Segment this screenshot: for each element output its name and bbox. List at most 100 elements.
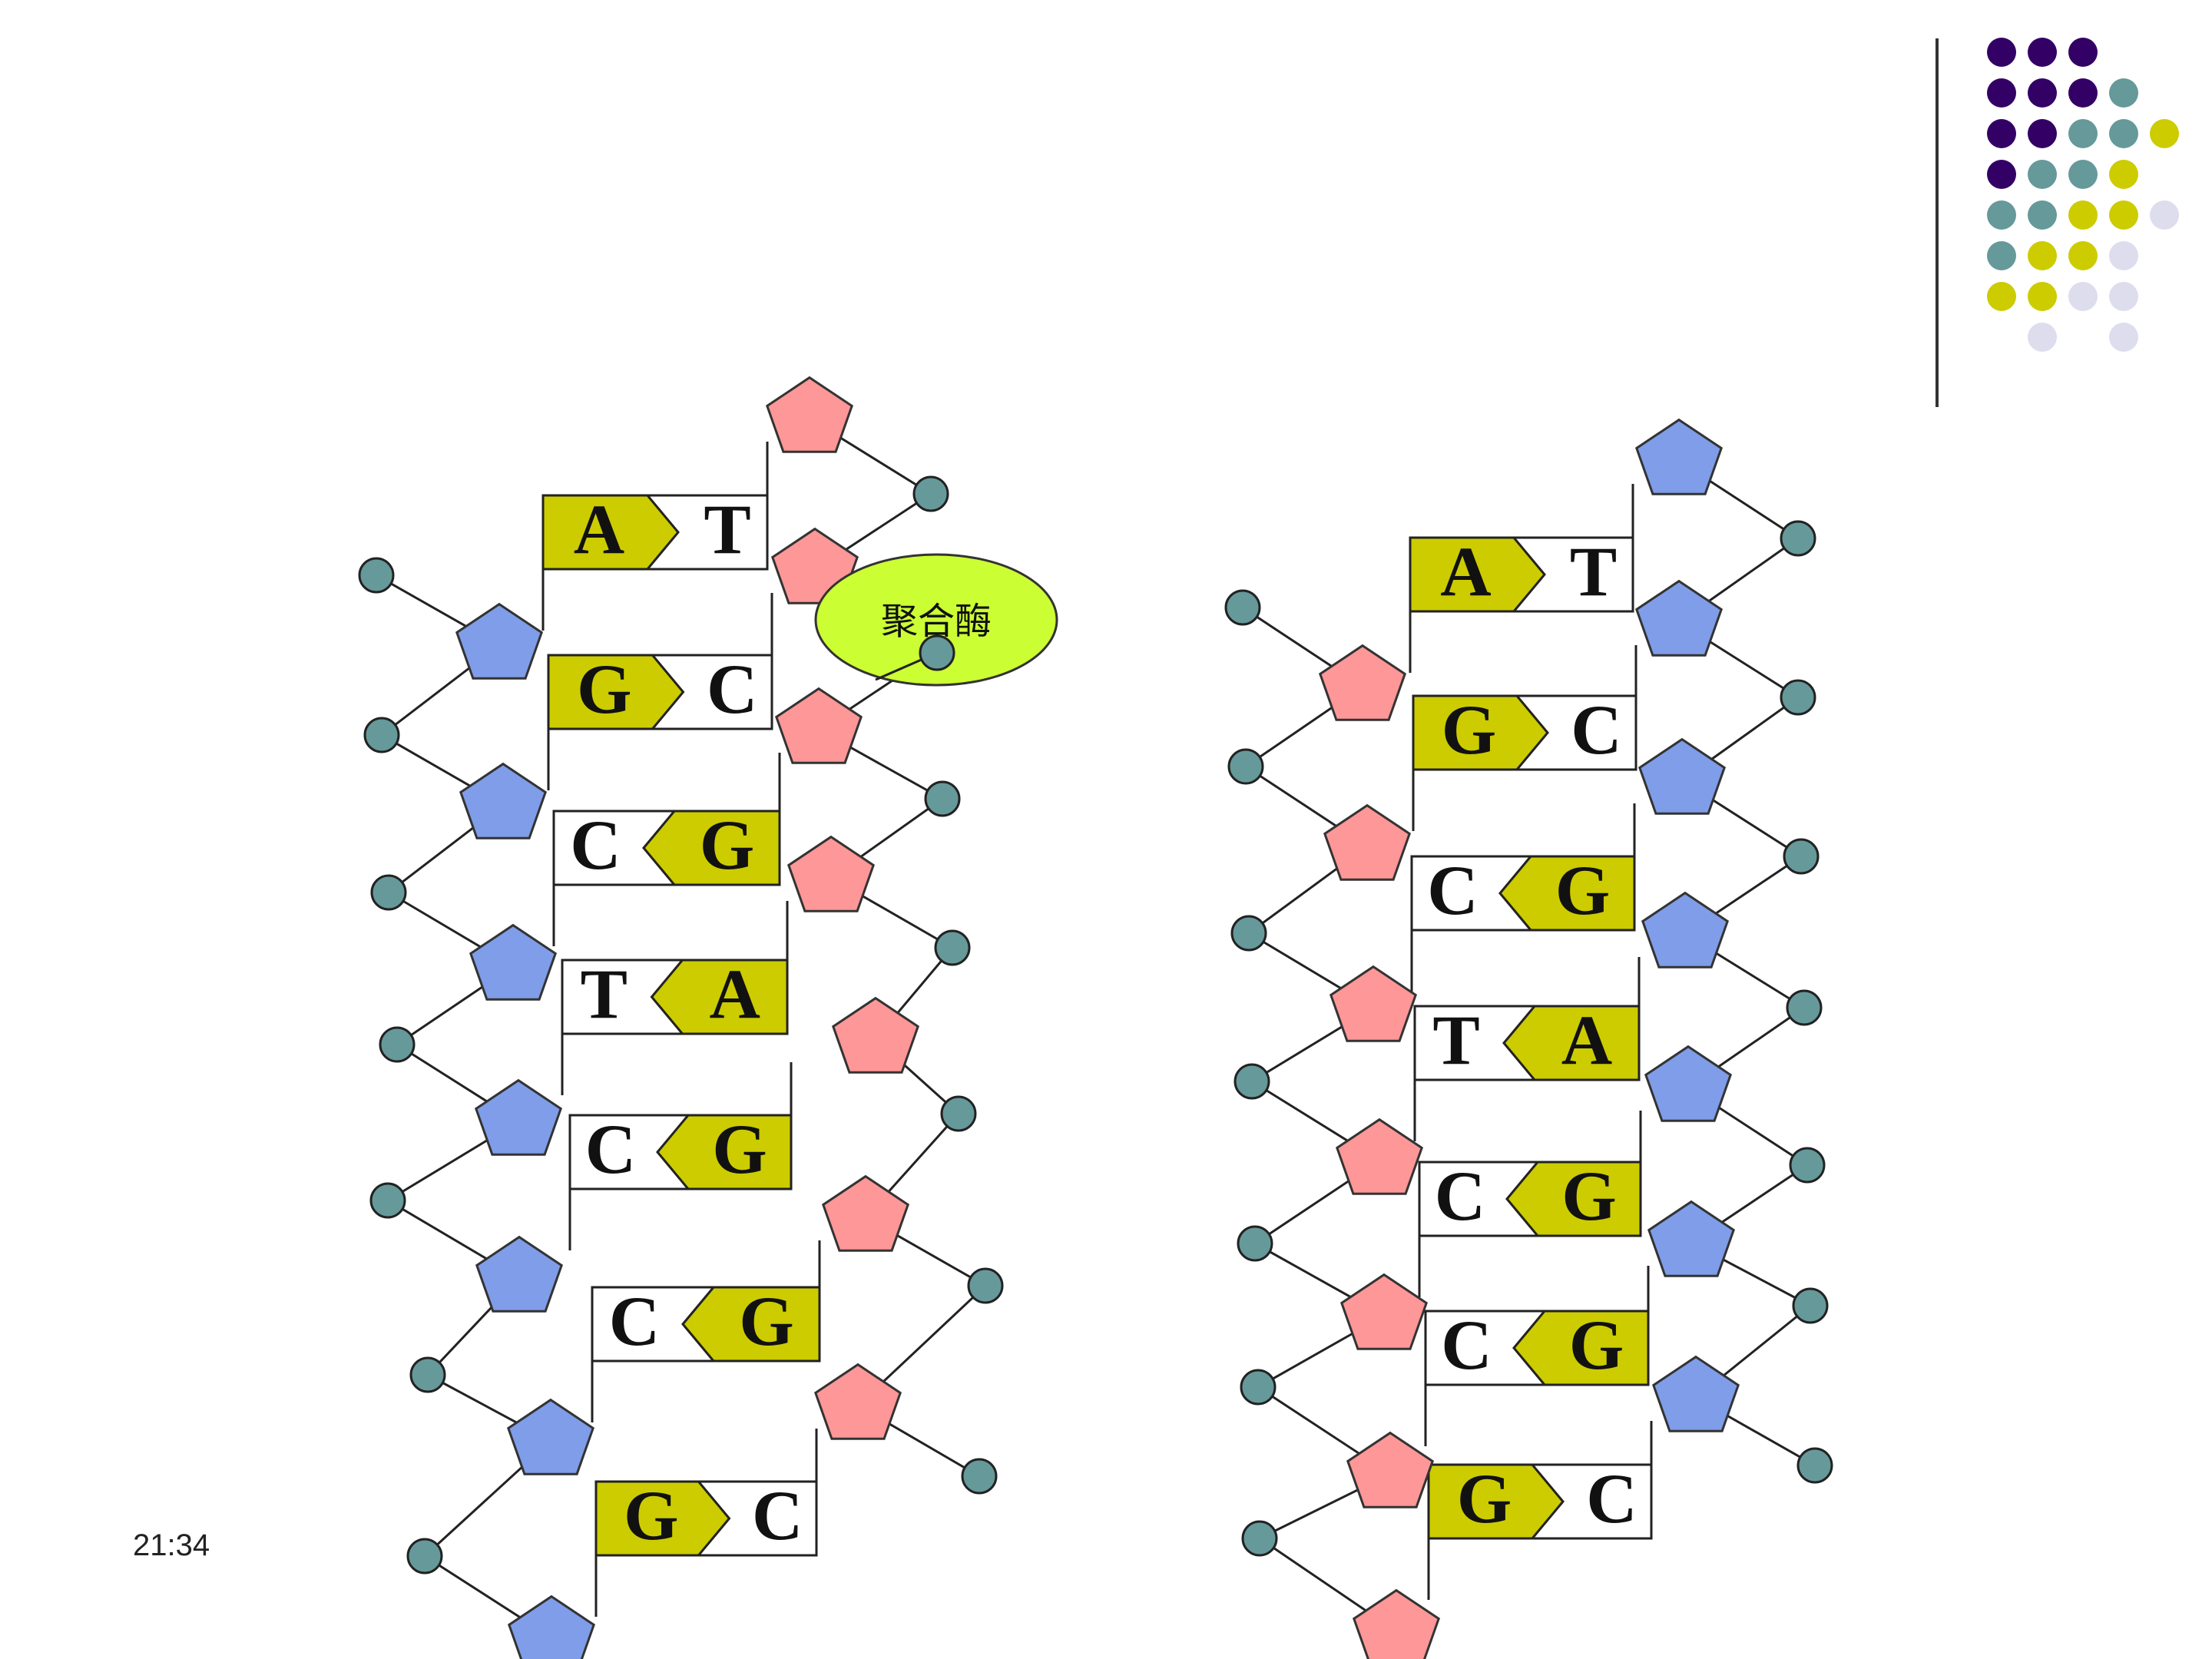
right-left-phosphate	[1224, 589, 1261, 626]
decor-dot	[2068, 200, 2098, 230]
decor-dot	[1987, 200, 2016, 230]
left-left-sugar	[507, 1594, 596, 1659]
right-base-right-letter: C	[1571, 690, 1621, 769]
decor-dot	[1987, 38, 2016, 67]
left-base-left-letter: T	[581, 955, 628, 1033]
right-base-left-letter: A	[1440, 532, 1491, 611]
right-right-phosphate	[1780, 520, 1816, 557]
right-base-left-letter: G	[1457, 1459, 1512, 1538]
right-right-sugar	[1637, 737, 1727, 815]
left-base-left-block	[547, 654, 685, 730]
right-right-phosphate	[1786, 989, 1823, 1026]
right-base-right-letter: G	[1569, 1306, 1624, 1384]
right-right-phosphate	[1780, 679, 1816, 716]
right-base-right-block	[1498, 855, 1636, 932]
left-left-sugar	[474, 1078, 563, 1156]
decor-dot	[2109, 78, 2138, 108]
left-left-phosphate	[409, 1356, 446, 1393]
decor-dot	[2109, 200, 2138, 230]
left-base-left-letter: C	[570, 806, 621, 884]
right-right-phosphate	[1783, 838, 1820, 875]
left-base-right-letter: C	[707, 650, 757, 728]
left-left-sugar	[469, 923, 558, 1001]
left-right-phosphate	[967, 1267, 1004, 1304]
right-base-left-letter: C	[1435, 1157, 1485, 1235]
left-base-left-block	[594, 1480, 731, 1557]
left-right-sugar	[831, 996, 920, 1074]
slide-timestamp: 21:34	[133, 1528, 210, 1562]
right-left-phosphate	[1227, 748, 1264, 785]
right-base-left-letter: C	[1441, 1306, 1492, 1384]
left-right-phosphate	[961, 1458, 998, 1495]
right-right-sugar	[1651, 1355, 1740, 1432]
decor-dot	[2109, 241, 2138, 270]
left-left-sugar	[475, 1235, 564, 1313]
decor-dot	[1987, 241, 2016, 270]
right-base-right-block	[1505, 1161, 1642, 1237]
right-base-left-letter: G	[1442, 690, 1497, 769]
right-left-sugar	[1318, 644, 1407, 721]
decor-dot	[2068, 119, 2098, 148]
decor-dot	[2068, 160, 2098, 189]
decor-dot	[2028, 119, 2057, 148]
decor-dot	[2109, 160, 2138, 189]
right-left-phosphate	[1230, 915, 1267, 952]
decor-dot	[2028, 78, 2057, 108]
decor-dot	[1987, 160, 2016, 189]
left-right-phosphate	[912, 475, 949, 512]
left-base-right-block	[642, 810, 781, 886]
right-left-sugar	[1339, 1273, 1429, 1350]
left-right-sugar	[774, 687, 863, 764]
right-right-sugar	[1634, 579, 1724, 657]
decor-dot	[2068, 282, 2098, 311]
left-base-left-letter: C	[585, 1110, 636, 1188]
left-left-phosphate	[369, 1182, 406, 1219]
left-base-right-letter: T	[704, 490, 750, 568]
left-base-right-letter: G	[700, 806, 755, 884]
left-base-left-block	[541, 494, 680, 571]
decor-dot	[2150, 200, 2179, 230]
decor-dot	[2068, 38, 2098, 67]
decor-dot	[2028, 200, 2057, 230]
decor-dot	[2068, 241, 2098, 270]
decor-dot	[2109, 323, 2138, 352]
right-base-right-block	[1502, 1005, 1641, 1081]
right-base-right-letter: T	[1570, 532, 1617, 611]
left-base-right-letter: G	[712, 1110, 767, 1188]
right-base-left-block	[1412, 694, 1549, 771]
left-right-sugar	[765, 376, 854, 453]
decor-dot	[2028, 241, 2057, 270]
decor-dot	[2068, 78, 2098, 108]
left-left-sugar	[506, 1398, 595, 1475]
left-left-phosphate	[370, 874, 407, 911]
decor-dot	[1987, 119, 2016, 148]
decor-dot	[2028, 160, 2057, 189]
right-base-left-letter: T	[1432, 1001, 1479, 1079]
enzyme-overlay	[875, 634, 955, 681]
left-left-phosphate	[363, 717, 400, 753]
right-left-sugar	[1329, 965, 1418, 1042]
right-right-sugar	[1641, 891, 1730, 969]
right-base-right-letter: C	[1586, 1459, 1637, 1538]
decor-dot	[1987, 78, 2016, 108]
right-left-sugar	[1352, 1588, 1441, 1659]
right-right-phosphate	[1792, 1287, 1829, 1324]
right-left-sugar	[1323, 803, 1412, 881]
left-base-left-letter: G	[577, 650, 632, 728]
